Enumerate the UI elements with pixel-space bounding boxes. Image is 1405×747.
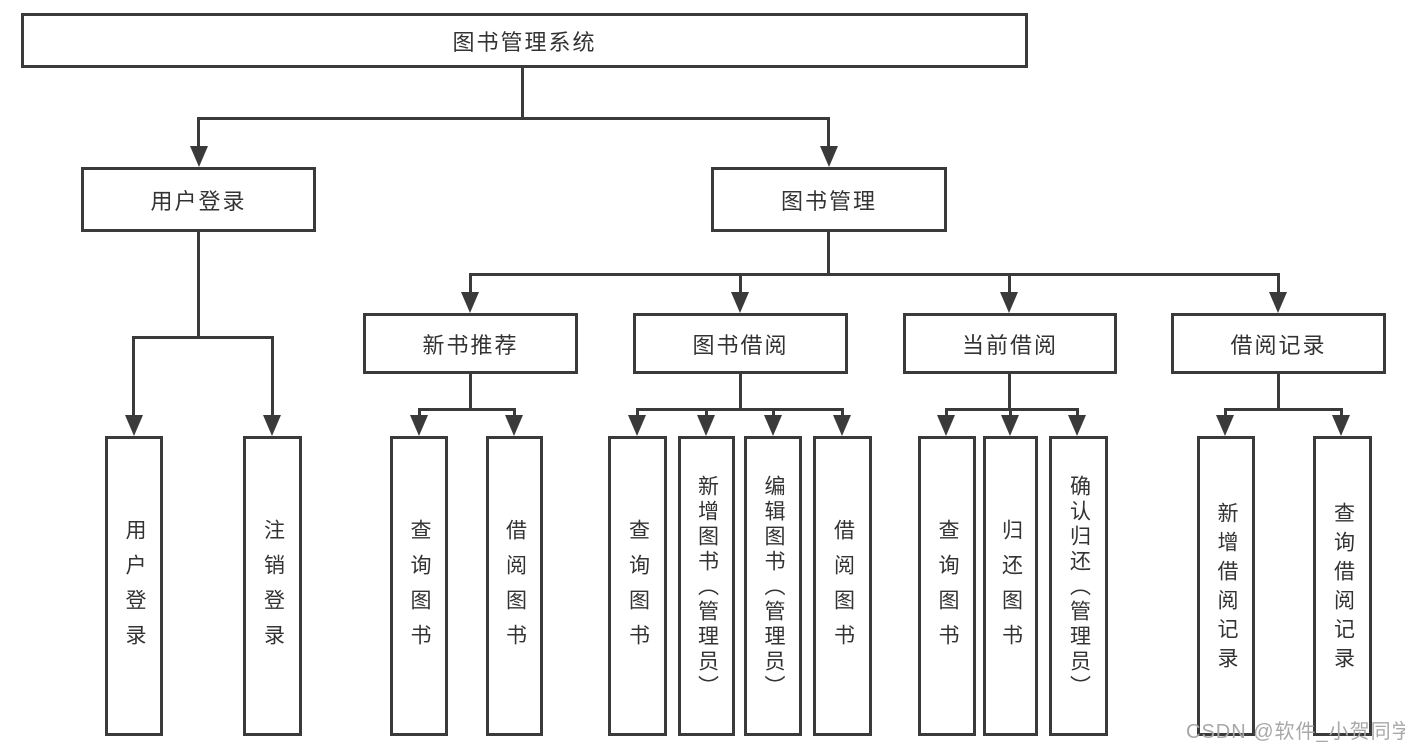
connector-line — [132, 336, 274, 339]
arrow-down-icon — [937, 415, 955, 436]
connector-line — [1340, 408, 1343, 420]
connector-line — [469, 374, 472, 411]
connector-line — [772, 408, 775, 420]
arrow-down-icon — [833, 415, 851, 436]
connector-line — [705, 408, 708, 420]
arrow-down-icon — [1000, 292, 1018, 313]
node-edit-book-admin: 编辑图书（管理员） — [744, 436, 802, 736]
connector-line — [513, 408, 516, 420]
connector-line — [1277, 273, 1280, 294]
connector-line — [418, 408, 421, 420]
node-query-books-2: 查询图书 — [608, 436, 667, 736]
arrow-down-icon — [1001, 415, 1019, 436]
connector-line — [636, 408, 844, 411]
arrow-down-icon — [764, 415, 782, 436]
node-add-book-admin: 新增图书（管理员） — [678, 436, 735, 736]
connector-line — [469, 273, 1280, 276]
node-book-management-branch: 图书管理 — [711, 167, 947, 232]
connector-line — [739, 273, 742, 294]
connector-line — [469, 273, 472, 294]
connector-line — [1076, 408, 1079, 420]
connector-line — [1008, 374, 1011, 411]
node-return-book: 归还图书 — [983, 436, 1038, 736]
node-borrow-records: 借阅记录 — [1171, 313, 1386, 374]
arrow-down-icon — [1216, 415, 1234, 436]
arrow-down-icon — [263, 415, 281, 436]
connector-line — [1224, 408, 1343, 411]
connector-line — [1009, 408, 1012, 420]
arrow-down-icon — [125, 415, 143, 436]
node-user-login-branch: 用户登录 — [81, 167, 316, 232]
connector-line — [271, 336, 274, 418]
node-borrow-books-2: 借阅图书 — [813, 436, 872, 736]
arrow-down-icon — [1332, 415, 1350, 436]
connector-line — [945, 408, 1079, 411]
arrow-down-icon — [731, 292, 749, 313]
arrow-down-icon — [820, 146, 838, 167]
arrow-down-icon — [410, 415, 428, 436]
connector-line — [827, 232, 830, 276]
connector-line — [1008, 273, 1011, 294]
connector-line — [841, 408, 844, 420]
node-query-borrow-record: 查询借阅记录 — [1313, 436, 1372, 736]
node-book-borrowing: 图书借阅 — [633, 313, 848, 374]
connector-line — [418, 408, 516, 411]
connector-line — [521, 68, 524, 120]
connector-line — [197, 117, 830, 120]
node-logout: 注销登录 — [243, 436, 302, 736]
connector-line — [1224, 408, 1227, 420]
connector-line — [739, 374, 742, 411]
connector-line — [827, 117, 830, 149]
node-library-management-system: 图书管理系统 — [21, 13, 1028, 68]
arrow-down-icon — [697, 415, 715, 436]
node-add-borrow-record: 新增借阅记录 — [1197, 436, 1255, 736]
arrow-down-icon — [461, 292, 479, 313]
connector-line — [197, 117, 200, 149]
csdn-watermark: CSDN @软件_小贺同学 — [1186, 721, 1405, 743]
connector-line — [945, 408, 948, 420]
node-borrow-books-1: 借阅图书 — [486, 436, 543, 736]
arrow-down-icon — [1068, 415, 1086, 436]
connector-line — [636, 408, 639, 420]
arrow-down-icon — [505, 415, 523, 436]
node-current-borrowing: 当前借阅 — [903, 313, 1117, 374]
connector-line — [132, 336, 135, 418]
connector-line — [1277, 374, 1280, 411]
node-confirm-return-admin: 确认归还（管理员） — [1049, 436, 1108, 736]
node-user-login-leaf: 用户登录 — [105, 436, 163, 736]
connector-line — [197, 232, 200, 339]
arrow-down-icon — [628, 415, 646, 436]
node-query-books-3: 查询图书 — [918, 436, 976, 736]
arrow-down-icon — [190, 146, 208, 167]
node-query-books-1: 查询图书 — [390, 436, 448, 736]
arrow-down-icon — [1269, 292, 1287, 313]
node-new-book-recommend: 新书推荐 — [363, 313, 578, 374]
